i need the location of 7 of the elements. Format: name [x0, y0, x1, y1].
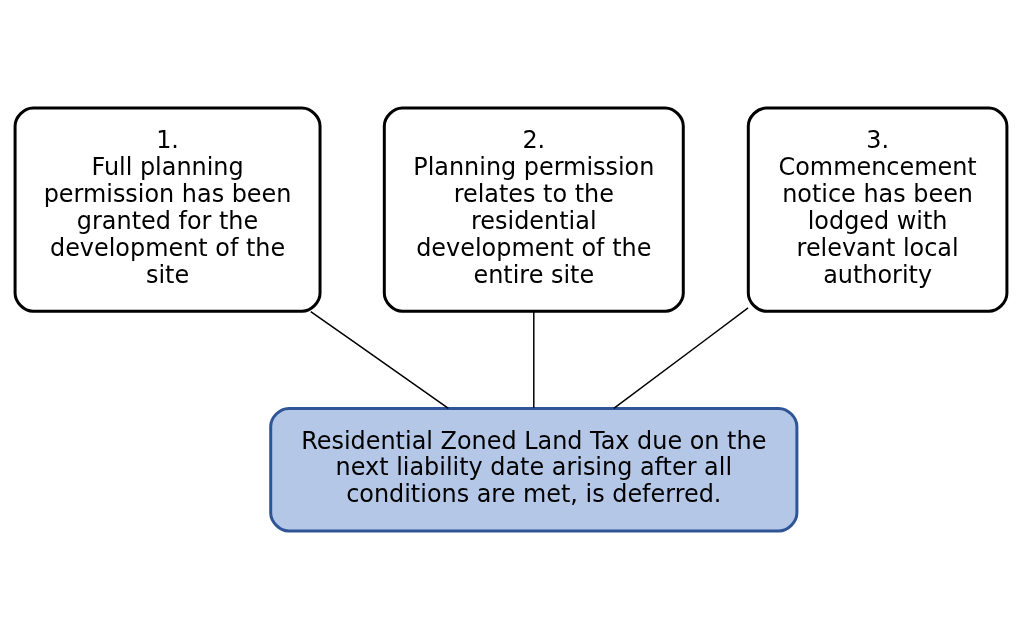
connector — [310, 310, 450, 410]
node-box: 3. Commencement notice has been lodged with relevant local authority — [746, 106, 1009, 313]
node-box: 1. Full planning permission has been granted for the development of the site — [13, 106, 322, 313]
connector — [533, 311, 535, 409]
node-box: Residential Zoned Land Tax due on the next liability date arising after all conditions are met, is deferred. — [269, 406, 799, 533]
connector — [613, 307, 749, 410]
node-box: 2. Planning permission relates to the residential development of the entire site — [382, 106, 685, 313]
